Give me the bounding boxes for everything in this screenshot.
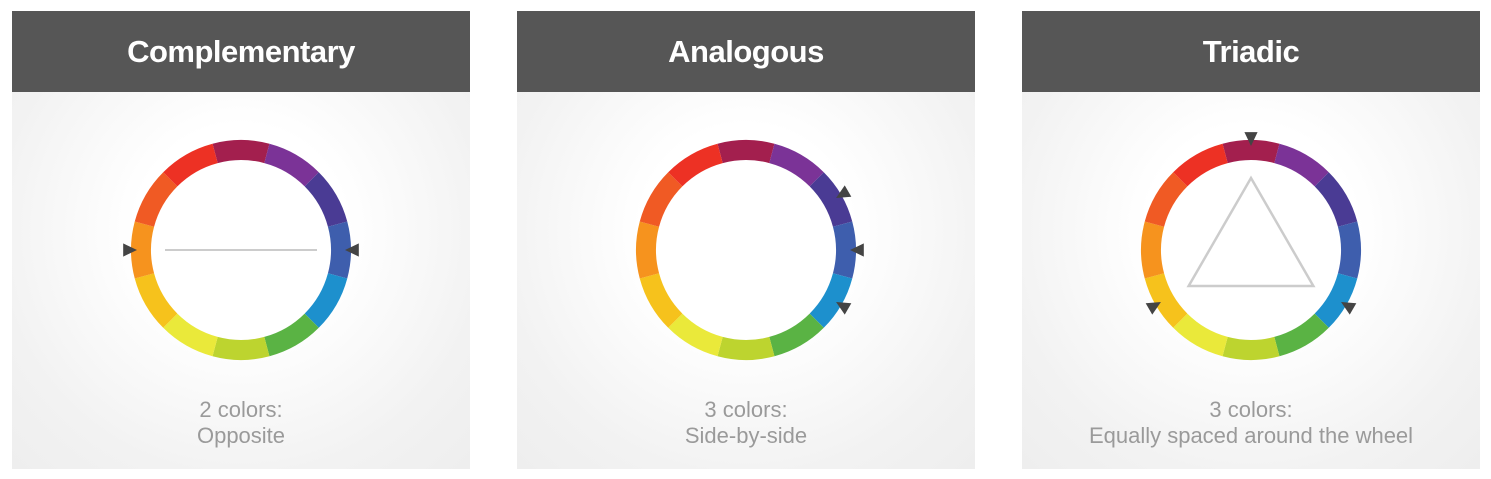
wheel-segment (327, 221, 351, 279)
card-caption: 3 colors: Side-by-side (517, 397, 975, 449)
complementary-card: Complementary 2 colors: Opposite (12, 11, 470, 469)
wheel-segment (1144, 172, 1188, 227)
wheel-segment (809, 172, 853, 227)
pointer-icon (1341, 302, 1357, 315)
wheel-segment (1314, 172, 1358, 227)
analogous-card: Analogous 3 colors: Side-by-side (517, 11, 975, 469)
wheel-segment (134, 273, 178, 328)
wheel-segment (717, 140, 775, 164)
wheel-segment (1173, 313, 1228, 357)
pointer-icon (345, 243, 359, 257)
card-title: Complementary (127, 33, 355, 69)
triadic-card: Triadic 3 colors: Equally spaced around … (1022, 11, 1480, 469)
wheel-segment (636, 221, 660, 279)
wheel-segment (1141, 221, 1165, 279)
wheel-segment (212, 336, 270, 360)
card-title: Analogous (668, 33, 824, 69)
wheel-segment (304, 273, 348, 328)
wheel-segment (769, 143, 824, 187)
caption-line-1: 3 colors: (1209, 397, 1293, 422)
card-header: Triadic (1022, 11, 1480, 92)
wheel-segment (1222, 140, 1280, 164)
card-caption: 2 colors: Opposite (12, 397, 470, 449)
wheel-segment (1337, 221, 1361, 279)
wheel-segment (1274, 143, 1329, 187)
wheel-segment (668, 313, 723, 357)
wheel-segment (1144, 273, 1188, 328)
wheel-segment (832, 221, 856, 279)
wheel-segment (163, 143, 218, 187)
card-caption: 3 colors: Equally spaced around the whee… (1022, 397, 1480, 449)
pointer-icon (850, 243, 864, 257)
caption-line-2: Equally spaced around the wheel (1088, 423, 1414, 448)
pointer-icon (123, 243, 137, 257)
pointer-icon (1145, 302, 1161, 315)
wheel-segment (1173, 143, 1228, 187)
caption-line-2: Opposite (196, 423, 286, 448)
wheel-segment (1314, 273, 1358, 328)
color-wheel (1141, 132, 1361, 360)
wheel-segment (264, 313, 319, 357)
wheel-segment (304, 172, 348, 227)
color-wheel (636, 140, 864, 360)
card-header: Complementary (12, 11, 470, 92)
wheel-segment (1222, 336, 1280, 360)
triad-triangle (1186, 175, 1316, 288)
wheel-segment (717, 336, 775, 360)
card-header: Analogous (517, 11, 975, 92)
wheel-segment (212, 140, 270, 164)
pointer-icon (1244, 132, 1258, 146)
color-wheel (123, 140, 359, 360)
caption-line-1: 2 colors: (199, 397, 283, 422)
wheel-segment (639, 273, 683, 328)
wheel-segment (668, 143, 723, 187)
caption-line-2: Side-by-side (684, 423, 808, 448)
wheel-segment (163, 313, 218, 357)
wheel-segment (809, 273, 853, 328)
wheel-segment (639, 172, 683, 227)
wheel-segment (769, 313, 824, 357)
card-title: Triadic (1202, 33, 1300, 69)
wheel-segment (264, 143, 319, 187)
pointer-icon (836, 302, 852, 315)
caption-line-1: 3 colors: (704, 397, 788, 422)
wheel-segment (1274, 313, 1329, 357)
wheel-segment (134, 172, 178, 227)
pointer-icon (836, 185, 852, 198)
wheel-segment (131, 221, 155, 279)
